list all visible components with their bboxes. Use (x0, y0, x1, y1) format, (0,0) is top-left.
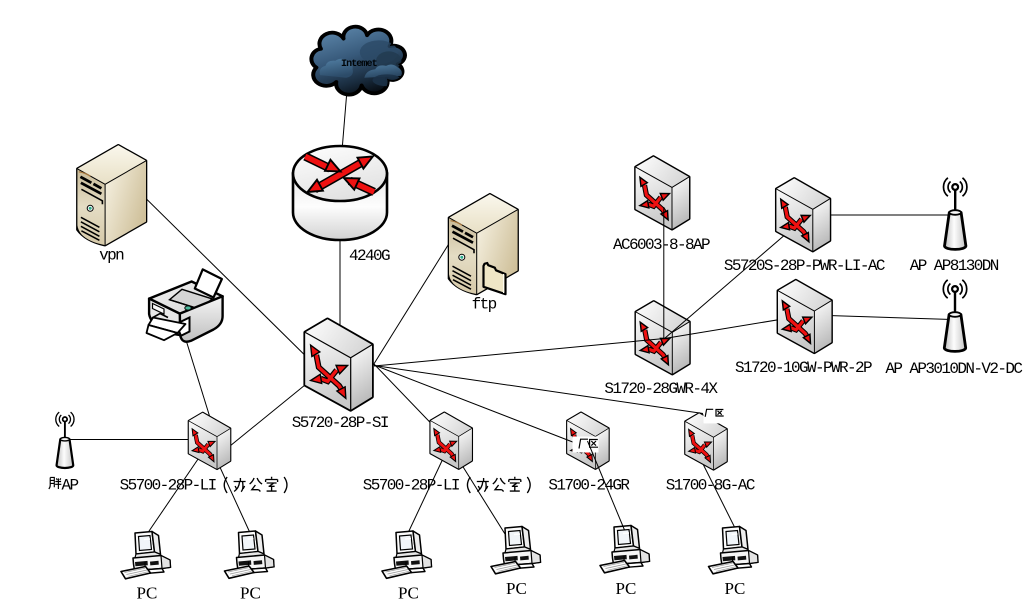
svg-text:PC: PC (725, 579, 746, 598)
svg-text:S5700-28P-LI: S5700-28P-LI (363, 477, 460, 495)
svg-text:S5720-28P-SI: S5720-28P-SI (292, 414, 389, 432)
svg-text:4240G: 4240G (349, 247, 390, 265)
svg-text:S5700-28P-LI: S5700-28P-LI (120, 477, 217, 495)
svg-text:ftp: ftp (472, 296, 497, 314)
svg-text:AP AP3010DN-V2-DC: AP AP3010DN-V2-DC (885, 360, 1022, 378)
svg-text:AP AP8130DN: AP AP8130DN (910, 257, 999, 275)
svg-text:S1700-8G-AC: S1700-8G-AC (666, 477, 755, 495)
svg-text:PC: PC (398, 584, 419, 603)
svg-text:vpn: vpn (99, 247, 124, 265)
svg-text:S1700-24GR: S1700-24GR (548, 477, 630, 495)
svg-text:AC6003-8-8AP: AC6003-8-8AP (613, 236, 710, 254)
svg-text:AP: AP (62, 477, 79, 495)
svg-text:S5720S-28P-PWR-LI-AC: S5720S-28P-PWR-LI-AC (724, 257, 885, 275)
svg-text:PC: PC (616, 579, 637, 598)
svg-text:PC: PC (137, 584, 158, 603)
svg-text:Intemet: Intemet (341, 59, 378, 70)
svg-text:PC: PC (506, 579, 527, 598)
svg-text:S1720-10GW-PWR-2P: S1720-10GW-PWR-2P (735, 359, 872, 377)
svg-text:PC: PC (240, 584, 261, 603)
svg-text:S1720-28GWR-4X: S1720-28GWR-4X (604, 380, 718, 398)
